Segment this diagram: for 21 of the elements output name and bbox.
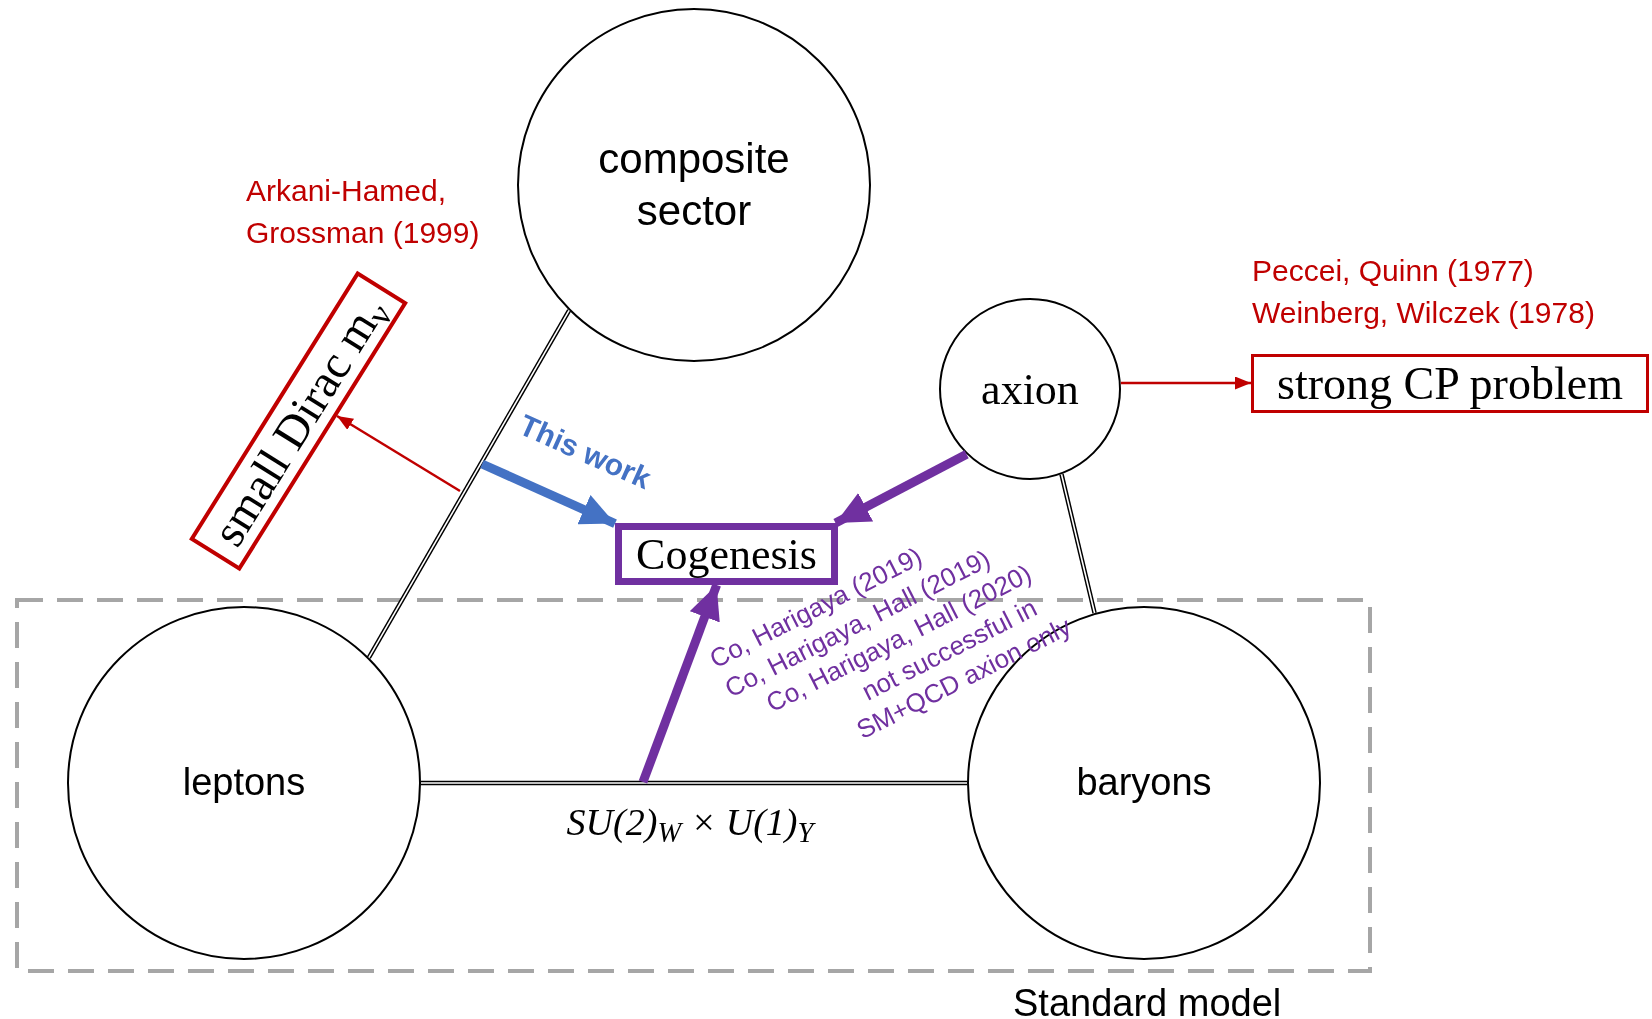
node-label: leptons <box>182 760 306 806</box>
node-label: baryons <box>1076 760 1212 806</box>
node-label: Cogenesis <box>636 528 817 581</box>
outlined-box <box>1251 354 1649 413</box>
arrow <box>833 450 969 527</box>
node-label: axion <box>981 363 1079 416</box>
region-label: Standard model <box>1013 984 1282 1019</box>
arrow <box>336 414 461 493</box>
double-line <box>420 780 968 786</box>
reference-text: Arkani-Hamed, Grossman (1999) <box>246 173 481 251</box>
node-label: composite sector <box>597 133 791 236</box>
outlined-box <box>615 523 838 585</box>
arrow <box>480 459 617 528</box>
arrow <box>1120 376 1251 390</box>
reference-text: Weinberg, Wilczek (1978) <box>1252 295 1595 331</box>
arrow <box>638 583 721 784</box>
double-line <box>1059 473 1097 614</box>
node-label: strong CP problem <box>1277 356 1623 411</box>
double-line <box>366 309 572 659</box>
edge-label: This work <box>514 409 656 495</box>
reference-text: Peccei, Quinn (1977) <box>1252 253 1535 289</box>
